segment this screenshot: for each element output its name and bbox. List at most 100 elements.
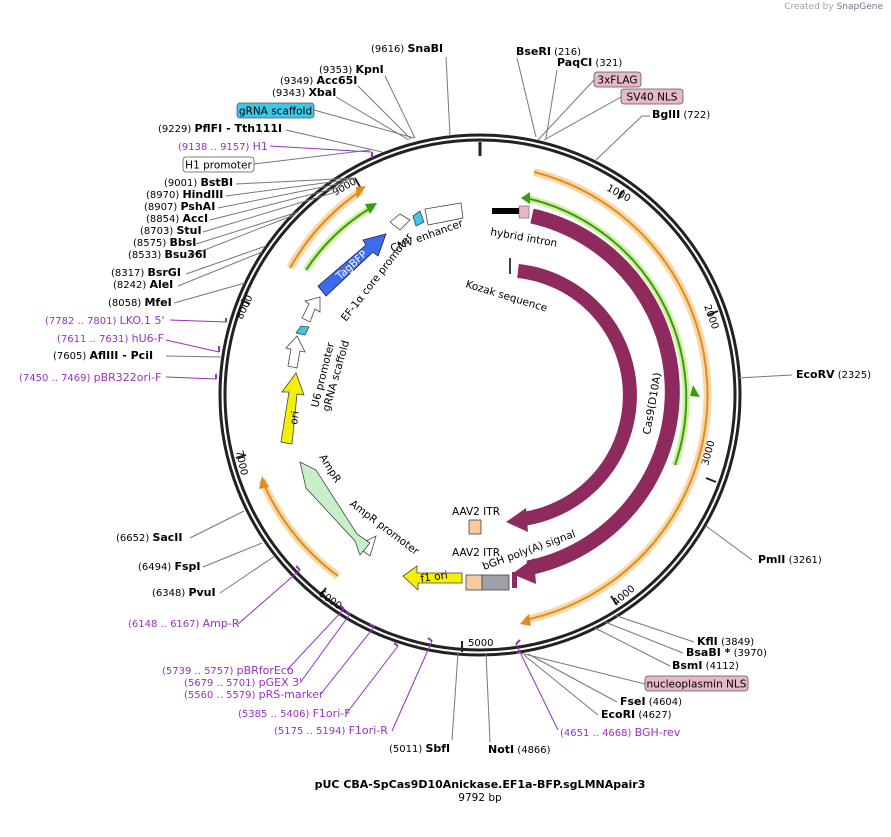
- site-name: PshAI: [180, 200, 215, 213]
- feature-box-label: gRNA scaffold: [239, 106, 312, 118]
- site-label: (6494) FspI: [138, 560, 200, 573]
- site-name: BsrGI: [147, 266, 180, 279]
- feature-box: [620, 88, 684, 105]
- site-leader-line: [595, 115, 650, 161]
- tagbfp-arrow: [317, 233, 387, 297]
- primer-range: (7782 .. 7801): [45, 316, 120, 327]
- site-label: (8575) BbsI: [133, 236, 196, 249]
- feature-box: [236, 102, 315, 119]
- site-position: (9353): [319, 65, 355, 76]
- site-label: (7605) AflIII - PciI: [53, 349, 153, 362]
- site-position: (3261): [785, 555, 822, 566]
- site-position: (2325): [835, 370, 872, 381]
- site-leader-line: [545, 69, 558, 139]
- primer-range: (5679 .. 5701): [184, 678, 259, 689]
- site-label: (9616) SnaBI: [371, 42, 443, 55]
- backbone-outer: [218, 133, 742, 657]
- site-name: AflIII: [89, 349, 118, 362]
- site-name: EcoRV: [796, 368, 835, 381]
- site-label: BsmI (4112): [672, 659, 739, 672]
- site-leader-line: [195, 211, 299, 245]
- tick-mark: [319, 587, 327, 597]
- primer-leader-line: [515, 643, 559, 731]
- site-label: FseI (4604): [620, 695, 682, 708]
- site-position: (3849): [718, 637, 755, 648]
- site-label: (9001) BstBI: [164, 176, 233, 189]
- site-label: (8242) AleI: [113, 278, 173, 291]
- site-label: (9229) PflFI - Tth111I: [158, 122, 282, 135]
- site-position: (8533): [128, 250, 164, 261]
- feature-box-label: SV40 NLS: [627, 92, 678, 104]
- site-position: (9229): [158, 124, 194, 135]
- site-name: StuI: [176, 224, 201, 237]
- tick-label: 7000: [233, 449, 249, 476]
- label-f1-ori: f1 ori: [420, 569, 449, 585]
- feature-box-label: H1 promoter: [185, 160, 252, 172]
- site-position: (8703): [140, 226, 176, 237]
- primer-site-mark: [295, 565, 301, 571]
- site-label: (9353) KpnI: [319, 63, 384, 76]
- grna-scaffold-arrow: [295, 325, 310, 336]
- u6-promoter-arrow: [285, 335, 306, 369]
- watermark-prefix: Created by: [784, 2, 834, 12]
- site-position: (722): [680, 110, 710, 121]
- primer-label: (5385 .. 5406) F1ori-F: [238, 707, 351, 720]
- left-orange-arc-1-line: [289, 189, 363, 269]
- site-position: (3970): [730, 648, 767, 659]
- site-position: (9001): [164, 178, 200, 189]
- cas9-d10a-arrowhead: [512, 558, 536, 584]
- ori-arrow: [280, 372, 305, 445]
- site-leader-line: [173, 282, 246, 304]
- site-leader-line: [384, 75, 416, 139]
- primer-name: pRS-marker: [259, 688, 324, 701]
- site-name: Acc65I: [316, 74, 357, 87]
- left-orange-arc-1: [286, 186, 365, 270]
- f1-ori-arrow: [402, 565, 463, 591]
- site-name: KpnI: [355, 63, 383, 76]
- green-arc-line: [525, 197, 688, 466]
- site-label: (8970) HindIII: [146, 188, 223, 201]
- site-position: (8970): [146, 190, 182, 201]
- site-extra: - Tth111I: [222, 122, 282, 135]
- site-leader-line: [527, 653, 618, 703]
- site-name: BglII: [652, 108, 680, 121]
- primer-range: (9138 .. 9157): [178, 142, 253, 153]
- site-name: SacII: [152, 531, 182, 544]
- site-name: HindIII: [182, 188, 223, 201]
- site-position: (8242): [113, 280, 149, 291]
- site-leader-line: [485, 652, 491, 743]
- site-label: (8703) StuI: [140, 224, 202, 237]
- site-name: XbaI: [308, 86, 336, 99]
- site-leader-line: [445, 56, 451, 137]
- site-label: (8533) Bsu36I: [128, 248, 207, 261]
- primer-leader-line: [237, 569, 301, 625]
- cas9-orange-arc-line: [524, 171, 709, 621]
- feature-box: [593, 71, 642, 88]
- backbone-inner: [223, 138, 737, 652]
- site-position: (9349): [280, 76, 316, 87]
- site-name: SbfI: [425, 742, 450, 755]
- bottom-features: [280, 202, 510, 591]
- site-name: EcoRI: [601, 708, 635, 721]
- site-leader-line: [189, 510, 245, 539]
- primer-site-mark: [393, 642, 399, 647]
- primer-label: (5679 .. 5701) pGEX 3': [184, 676, 302, 689]
- primer-label: (7611 .. 7631) hU6-F: [57, 332, 164, 345]
- site-label: BglII (722): [652, 108, 710, 121]
- site-leader-line: [594, 627, 671, 667]
- site-name: FspI: [174, 560, 200, 573]
- cas9-arcs: [492, 205, 680, 588]
- site-name: Bsu36I: [164, 248, 206, 261]
- primer-label: (4651 .. 4668) BGH-rev: [560, 726, 681, 739]
- tick-mark: [707, 310, 719, 316]
- nls-marker: [512, 572, 517, 588]
- site-name: PvuI: [188, 586, 215, 599]
- site-label: NotI (4866): [488, 743, 551, 756]
- site-label: EcoRI (4627): [601, 708, 672, 721]
- site-name: BbsI: [169, 236, 196, 249]
- site-label: (8317) BsrGI: [111, 266, 181, 279]
- grna-small-arrow: [412, 210, 425, 227]
- site-name: NotI: [488, 743, 514, 756]
- tick-mark: [705, 477, 717, 483]
